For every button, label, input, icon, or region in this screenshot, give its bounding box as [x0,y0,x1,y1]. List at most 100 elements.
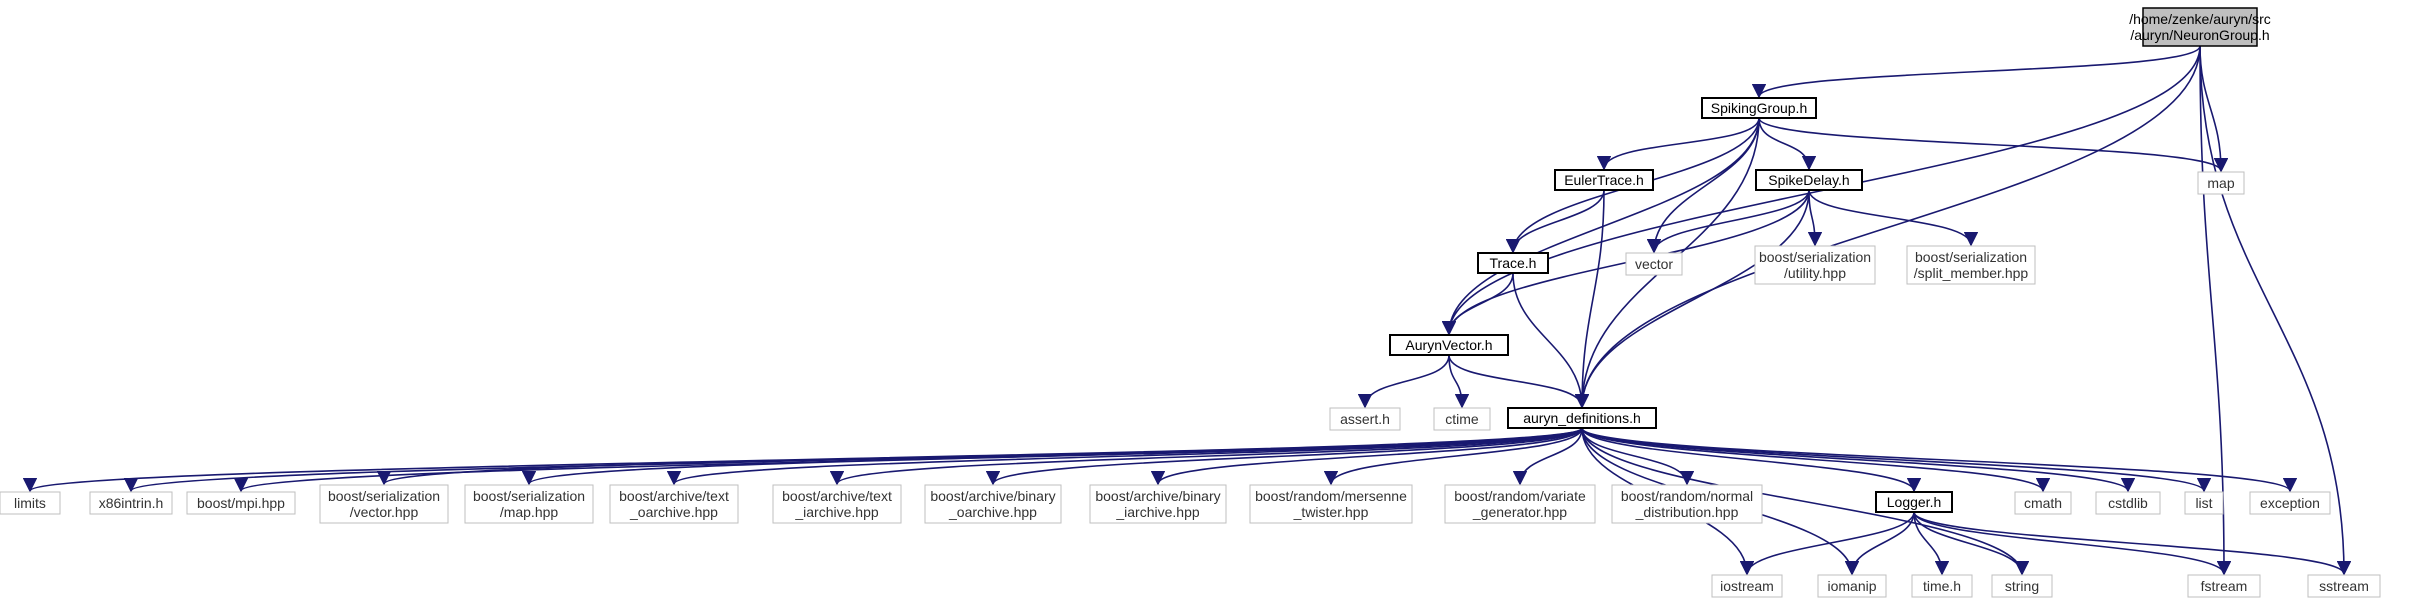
node-aurynvector[interactable]: AurynVector.h [1389,334,1509,356]
edge-logger-to-fstream [1913,511,2232,576]
edge-defs-to-br_vg [1512,427,1583,486]
edge-spikedelay-to-defs [1574,189,1810,409]
node-label: /utility.hpp [1784,265,1846,281]
node-spikinggroup[interactable]: SpikingGroup.h [1701,97,1817,119]
node-label: boost/serialization [473,488,585,504]
edge-group [1441,117,1760,336]
node-label: _oarchive.hpp [948,504,1037,520]
edge-defs-to-br_mt [1323,427,1583,486]
node-bs_map: boost/serialization/map.hpp [464,484,594,524]
node-label: fstream [2201,578,2248,594]
node-limits: limits [0,491,61,515]
node-label: /split_member.hpp [1914,265,2029,281]
edge-group [1581,427,2030,576]
edge-group [1581,427,2297,493]
node-defs[interactable]: auryn_definitions.h [1507,407,1657,429]
edge-group [1574,45,2201,409]
node-br_nd: boost/random/normal_distribution.hpp [1611,484,1763,524]
edge-defs-to-ba_bia [1150,427,1583,486]
node-label: vector [1635,256,1673,272]
node-box [1625,252,1683,276]
edge-logger-to-string [1913,511,2030,576]
node-trace[interactable]: Trace.h [1477,252,1549,274]
edge-group [1574,189,1810,409]
edge-spikedelay-to-vector [1646,189,1810,254]
node-label: SpikingGroup.h [1711,100,1808,116]
node-label: boost/archive/binary [930,488,1055,504]
node-box [609,484,739,524]
edge-group [1758,117,2228,173]
node-box [2187,574,2261,598]
node-label: _oarchive.hpp [629,504,718,520]
edge-group [1581,427,1695,486]
edge-logger-to-sstream [1913,511,2352,576]
node-box [319,484,449,524]
edge-defs-to-logger [1581,427,1922,493]
node-label: boost/random/variate [1454,488,1586,504]
node-br_vg: boost/random/variate_generator.hpp [1444,484,1596,524]
edge-group [1808,189,1979,247]
node-ba_bia: boost/archive/binary_iarchive.hpp [1089,484,1227,524]
edge-group [986,427,1583,486]
edge-group [1913,511,2030,576]
node-label: boost/archive/text [619,488,729,504]
node-label: string [2005,578,2039,594]
edge-group [1581,427,2050,493]
node-label: boost/archive/text [782,488,892,504]
node-neurongroup[interactable]: /home/zenke/auryn/src/auryn/NeuronGroup.… [2129,7,2271,47]
edge-group [2199,45,2352,576]
edge-aurynvector-to-defs [1448,354,1590,409]
edge-group [1646,189,1810,254]
node-logger[interactable]: Logger.h [1875,491,1953,513]
node-label: assert.h [1340,411,1390,427]
edge-group [1512,427,1583,486]
edge-spikedelay-to-bs_split [1808,189,1979,247]
node-box [89,491,173,515]
node-ba_tia: boost/archive/text_iarchive.hpp [772,484,902,524]
edge-neurongroup-to-sstream [2199,45,2352,576]
node-box [1817,574,1887,598]
node-label: /map.hpp [500,504,559,520]
node-box [2197,171,2245,195]
node-cmath: cmath [2014,491,2072,515]
edge-defs-to-cmath [1581,427,2050,493]
node-exception: exception [2249,491,2331,515]
edge-eulertrace-to-trace [1505,189,1605,254]
edge-group [1751,45,2201,99]
node-box [1701,97,1817,119]
node-label: sstream [2319,578,2369,594]
edge-group [1505,189,1605,254]
edge-group [1150,427,1583,486]
node-label: iomanip [1827,578,1876,594]
edge-group [1581,427,1922,493]
edge-defs-to-ba_toa [667,427,1583,486]
node-label: ctime [1445,411,1479,427]
node-label: SpikeDelay.h [1768,172,1849,188]
node-label: boost/archive/binary [1095,488,1220,504]
node-x86: x86intrin.h [89,491,173,515]
node-label: list [2195,495,2212,511]
node-box [2142,7,2258,47]
edge-group [1357,354,1450,409]
node-box [1754,245,1876,285]
node-cstdlib: cstdlib [2095,491,2161,515]
node-label: boost/mpi.hpp [197,495,285,511]
node-box [1444,484,1596,524]
node-label: /home/zenke/auryn/src [2129,11,2271,27]
edge-group [1844,511,1915,576]
node-spikedelay[interactable]: SpikeDelay.h [1755,169,1863,191]
edge-defs-to-exception [1581,427,2297,493]
edge-group [1448,354,1590,409]
edge-group [1581,427,2135,493]
node-mpi: boost/mpi.hpp [186,491,296,515]
node-label: x86intrin.h [99,495,164,511]
edge-logger-to-iomanip [1844,511,1915,576]
edge-spikinggroup-to-map [1758,117,2228,173]
node-box [1433,407,1491,431]
edge-group [522,427,1583,486]
node-label: boost/random/mersenne [1255,488,1407,504]
node-list: list [2184,491,2224,515]
node-eulertrace[interactable]: EulerTrace.h [1554,169,1654,191]
node-assert: assert.h [1329,407,1401,431]
edge-group [1739,511,1915,576]
